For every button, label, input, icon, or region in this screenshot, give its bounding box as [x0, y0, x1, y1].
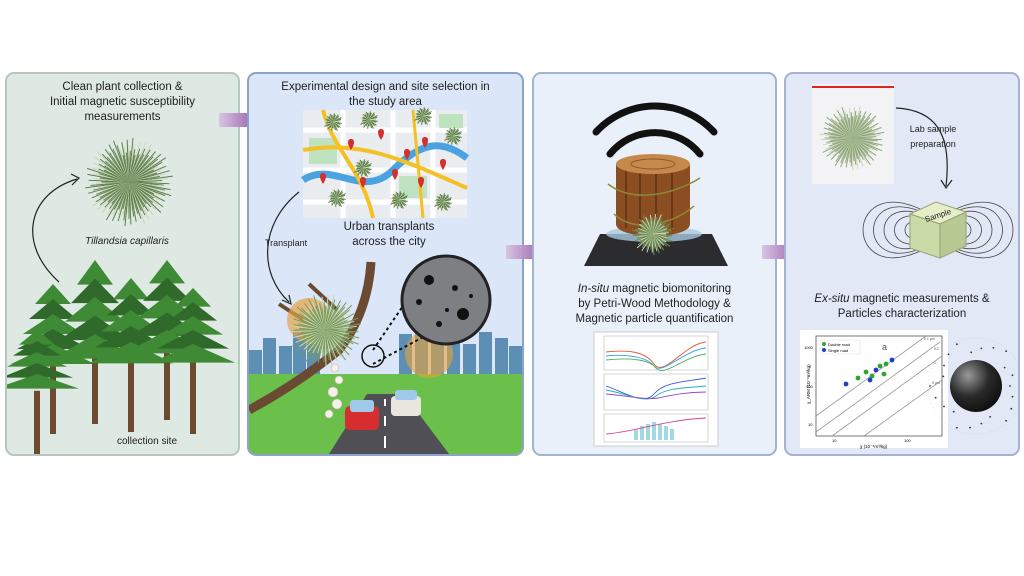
panel-experimental-design: Experimental design and site selection i… — [247, 72, 524, 456]
plot-point — [873, 367, 879, 373]
magnetic-curves-plot — [593, 331, 719, 447]
plot-point — [863, 369, 869, 375]
forest-illustration — [7, 260, 235, 454]
plot-letter: a — [882, 342, 887, 352]
urban-line1: Urban transplants — [343, 221, 435, 233]
panel3-line2: by Petri-Wood Methodology & — [578, 298, 731, 310]
tillandsia-illustration — [85, 137, 173, 227]
line-label-3: 5 μm — [932, 381, 940, 385]
x-tick-100: 100 — [904, 438, 911, 443]
street-scene-illustration — [249, 254, 522, 454]
lab-sample-illustration — [812, 84, 1014, 259]
y-tick-10: 10 — [808, 422, 813, 427]
petri-wood-illustration — [584, 102, 728, 266]
plot-point — [843, 381, 849, 387]
panel1-title-line2: Initial magnetic susceptibility — [49, 96, 196, 108]
panel2-title-line1: Experimental design and site selection i… — [281, 81, 490, 93]
y-axis-label: χ_ARM (10⁻⁸m³/kg) — [806, 364, 811, 404]
plot-point — [881, 371, 887, 377]
panel2-title: Experimental design and site selection i… — [249, 80, 522, 110]
lab-prep-label: Lab sample preparation — [898, 122, 968, 152]
king-plot: Double road Single road a 1000 100 10 10… — [800, 330, 1018, 449]
panel3-line1-rest: magnetic biomonitoring — [609, 283, 732, 295]
line-label-1: 0.2 — [934, 347, 939, 351]
panel3-line3: Magnetic particle quantification — [575, 313, 734, 325]
plot-point — [869, 373, 875, 379]
panel4-caption: Ex-situ magnetic measurements & Particle… — [786, 292, 1018, 322]
line-label-0: 0.1 μm — [924, 337, 935, 341]
plot-point — [877, 363, 883, 369]
y-tick-100: 100 — [806, 384, 813, 389]
legend-single-road: Single road — [828, 348, 848, 353]
plot-point — [889, 357, 895, 363]
transplant-arrow-icon — [267, 191, 300, 306]
panel-insitu-biomonitoring: In-situ magnetic biomonitoring by Petri-… — [532, 72, 777, 456]
panel2-title-line2: the study area — [349, 96, 422, 108]
species-label: Tillandsia capillaris — [85, 236, 169, 247]
lab-line2: preparation — [910, 139, 956, 149]
panel4-line2: Particles characterization — [837, 308, 967, 320]
collection-site-label: collection site — [116, 436, 178, 447]
curved-arrow-icon — [32, 173, 81, 283]
urban-transplants-label: Urban transplants across the city — [309, 220, 469, 250]
panel-exsitu-measurements: Lab sample preparation Sample Ex-situ ma… — [784, 72, 1020, 456]
panel1-title-line1: Clean plant collection & — [62, 81, 183, 93]
panel-plant-collection: Clean plant collection & Initial magneti… — [5, 72, 240, 456]
x-axis-label: χ (10⁻⁸m³/kg) — [860, 444, 888, 449]
urban-line2: across the city — [352, 236, 426, 248]
plot-point — [883, 361, 889, 367]
magnetic-particle — [950, 360, 1002, 412]
panel4-line1: Ex-situ magnetic measurements & — [786, 292, 1018, 307]
line-label-2: 1 — [934, 361, 936, 365]
x-tick-10: 10 — [832, 438, 837, 443]
panel3-line1: In-situ magnetic biomonitoring — [534, 282, 775, 297]
panel1-title-line3: measurements — [84, 111, 161, 123]
insitu-term: In-situ — [577, 283, 610, 295]
plot-point — [855, 375, 861, 381]
panel1-title: Clean plant collection & Initial magneti… — [7, 80, 238, 125]
plot-point — [867, 377, 873, 383]
legend-double-road: Double road — [828, 342, 850, 347]
lab-line1: Lab sample — [909, 124, 957, 134]
panel4-line1-rest: magnetic measurements & — [849, 293, 990, 305]
transplant-label: Transplant — [264, 238, 308, 248]
city-map-illustration — [301, 107, 470, 219]
panel3-caption: In-situ magnetic biomonitoring by Petri-… — [534, 282, 775, 327]
exsitu-term: Ex-situ — [814, 293, 850, 305]
y-tick-1000: 1000 — [804, 345, 814, 350]
